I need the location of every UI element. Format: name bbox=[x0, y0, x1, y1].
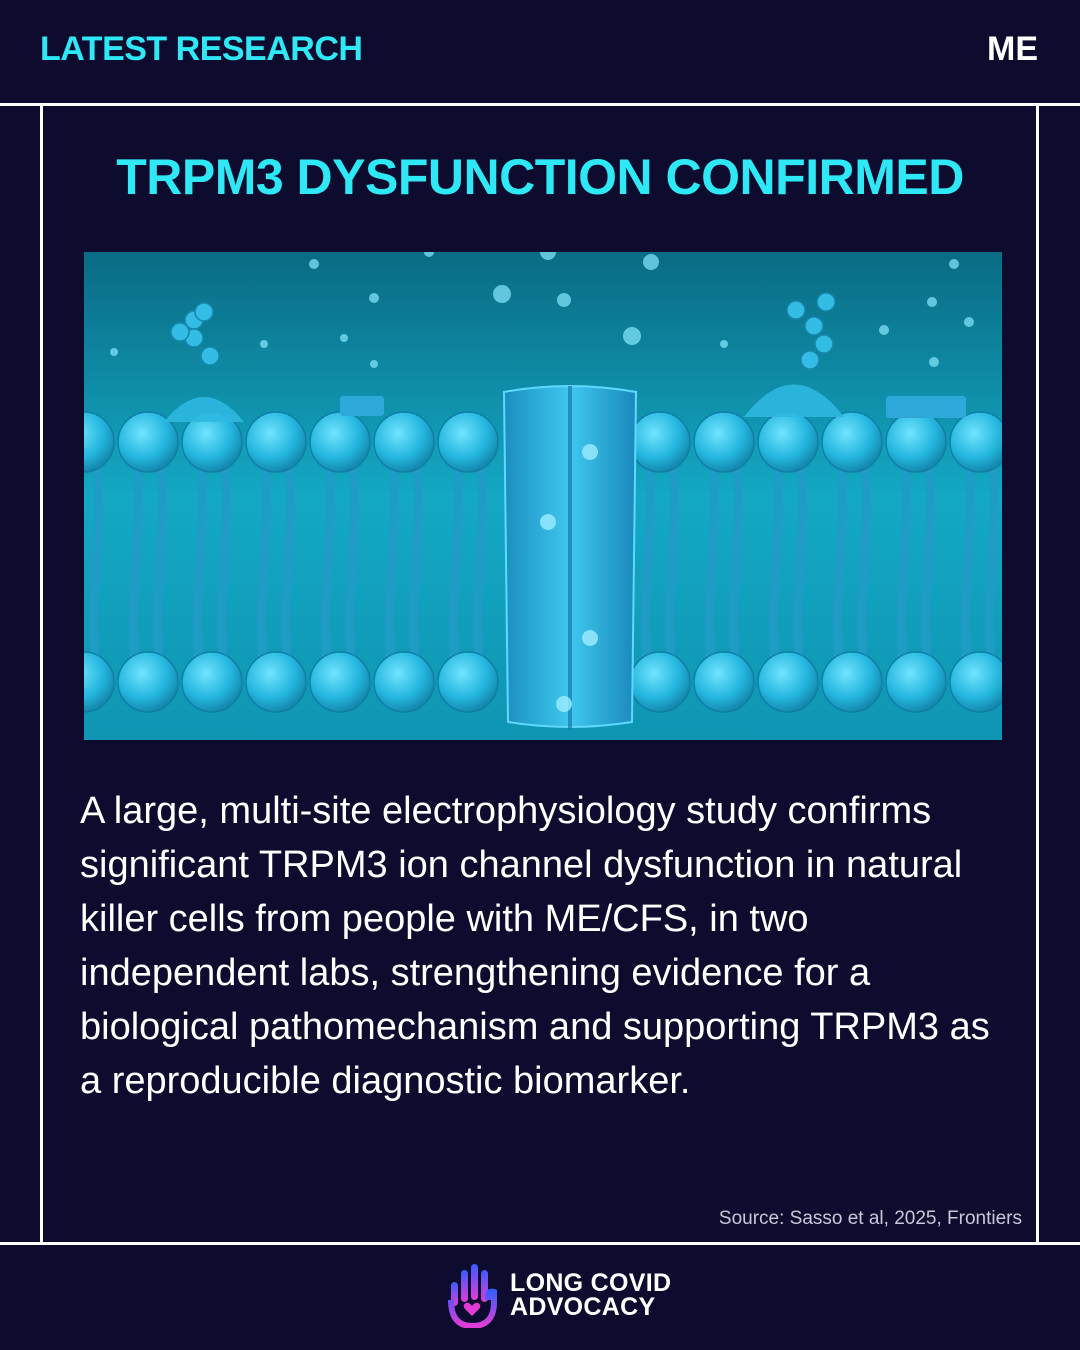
ion bbox=[582, 630, 598, 646]
bubble bbox=[949, 259, 959, 269]
channel-ions-group bbox=[540, 444, 598, 712]
bubble bbox=[309, 259, 319, 269]
glycan-bead bbox=[800, 350, 820, 370]
header-tag: ME bbox=[987, 30, 1038, 68]
lipid-head bbox=[757, 651, 819, 713]
bubble bbox=[929, 357, 939, 367]
top-divider bbox=[0, 103, 1080, 106]
protein-block-right bbox=[886, 396, 966, 418]
lipid-head bbox=[821, 651, 883, 713]
lipid-head bbox=[245, 411, 307, 473]
bubble bbox=[927, 297, 937, 307]
receptor-dome-right bbox=[744, 384, 844, 417]
lipid-head bbox=[245, 651, 307, 713]
lipid-head bbox=[629, 651, 691, 713]
lipid-head bbox=[693, 651, 755, 713]
logo-line1: LONG COVID bbox=[510, 1269, 672, 1297]
bubble bbox=[879, 325, 889, 335]
receptor-dome-left bbox=[164, 397, 244, 422]
glycan-chains-group bbox=[170, 292, 836, 370]
bubble bbox=[260, 340, 268, 348]
lipid-heads-group bbox=[53, 411, 1011, 713]
bubble bbox=[369, 293, 379, 303]
cell-membrane-illustration bbox=[53, 244, 1011, 740]
lipid-head bbox=[821, 411, 883, 473]
lipid-head bbox=[757, 411, 819, 473]
bubble bbox=[643, 254, 659, 270]
glycan-bead bbox=[786, 300, 806, 320]
lipid-head bbox=[949, 651, 1011, 713]
logo-text: LONG COVID ADVOCACY bbox=[510, 1269, 672, 1321]
left-frame-line bbox=[40, 103, 43, 1245]
bubble bbox=[370, 360, 378, 368]
lipid-head bbox=[437, 651, 499, 713]
footer-logo[interactable]: LONG COVID ADVOCACY bbox=[448, 1262, 671, 1328]
bubble bbox=[493, 285, 511, 303]
lipid-head bbox=[117, 411, 179, 473]
hand-heart-icon bbox=[448, 1264, 497, 1328]
lipid-head bbox=[949, 411, 1011, 473]
lipid-head bbox=[309, 411, 371, 473]
bubble bbox=[340, 334, 348, 342]
lipid-head bbox=[437, 411, 499, 473]
ion bbox=[582, 444, 598, 460]
lipid-head bbox=[117, 651, 179, 713]
source-citation: Source: Sasso et al, 2025, Frontiers bbox=[718, 1208, 1022, 1229]
bubble bbox=[623, 327, 641, 345]
bubble bbox=[557, 293, 571, 307]
lipid-head bbox=[885, 411, 947, 473]
ion bbox=[540, 514, 556, 530]
bubble bbox=[964, 317, 974, 327]
header-label: LATEST RESEARCH bbox=[40, 30, 363, 68]
lipid-head bbox=[181, 651, 243, 713]
ion bbox=[556, 696, 572, 712]
lipid-head bbox=[693, 411, 755, 473]
card-title: TRPM3 DYSFUNCTION CONFIRMED bbox=[116, 149, 964, 205]
glycan-bead bbox=[200, 346, 220, 366]
glycan-bead bbox=[814, 334, 834, 354]
right-frame-line bbox=[1036, 103, 1039, 1245]
lipid-head bbox=[309, 651, 371, 713]
glycan-bead bbox=[804, 316, 824, 336]
glycan-bead bbox=[170, 322, 190, 342]
body-text: A large, multi-site electrophysiology st… bbox=[80, 790, 990, 1102]
bottom-divider bbox=[0, 1242, 1080, 1245]
lipid-head bbox=[629, 411, 691, 473]
lipid-head bbox=[373, 651, 435, 713]
protein-block-left bbox=[340, 396, 384, 416]
lipid-head bbox=[373, 411, 435, 473]
bubble bbox=[720, 340, 728, 348]
bubble bbox=[110, 348, 118, 356]
glycan-bead bbox=[816, 292, 836, 312]
glycan-bead bbox=[194, 302, 214, 322]
logo-line2: ADVOCACY bbox=[510, 1293, 656, 1321]
lipid-head bbox=[885, 651, 947, 713]
